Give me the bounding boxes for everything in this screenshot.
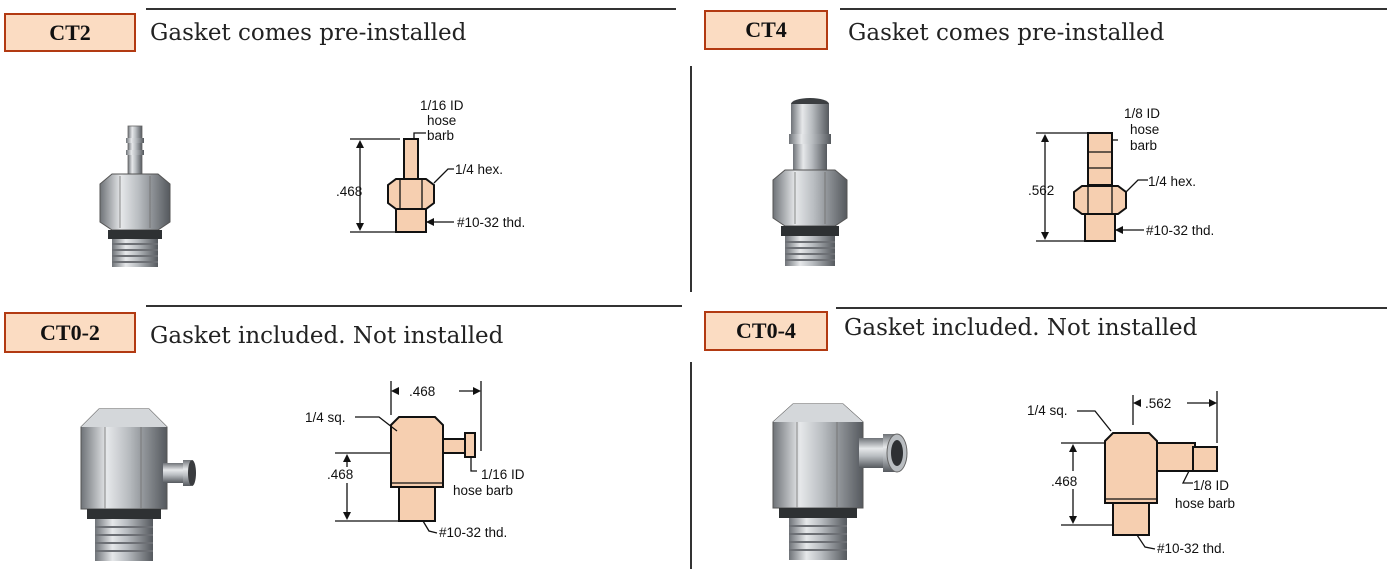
part-code-tag: CT0-2: [4, 312, 136, 353]
section-rule: [840, 8, 1387, 10]
part-code-tag: CT2: [4, 13, 136, 52]
section-rule: [836, 307, 1387, 309]
dimension-drawing-ct0-4: .562 .468 1/4 sq. 1/8 ID hose barb #10-3…: [1027, 391, 1235, 556]
fitting-photo-ct2: [99, 125, 171, 267]
section-rule: [146, 305, 682, 307]
panel-description: Gasket comes pre-installed: [848, 20, 1165, 46]
section-rule: [146, 8, 676, 10]
part-code-tag: CT4: [704, 10, 828, 50]
hose-barb-label: hose barb: [453, 483, 513, 498]
hose-barb-label: 1/16 ID: [420, 98, 464, 113]
height-dimension-label: .562: [1028, 183, 1054, 198]
hex-label: 1/4 hex.: [1148, 174, 1196, 189]
fitting-photo-ct4: [772, 98, 848, 266]
hex-nut: [387, 178, 435, 210]
thread-stub: [395, 208, 427, 233]
dimension-drawing-ct2: .468 1/16 ID hose barb 1/4 hex. #10-32 t…: [336, 98, 525, 233]
dimension-drawing-ct4: .562 1/8 ID hose barb 1/4 hex. #10-32 th…: [1028, 106, 1214, 242]
hose-barb-label: 1/16 ID: [481, 467, 525, 482]
square-body: [1104, 432, 1158, 504]
thread-stub: [398, 486, 436, 522]
hose-barb: [1087, 132, 1113, 186]
width-dimension-label: .468: [409, 384, 435, 399]
width-dimension-label: .562: [1145, 396, 1171, 411]
square-body: [390, 416, 444, 488]
panel-description: Gasket included. Not installed: [844, 315, 1198, 341]
height-dimension-label: .468: [336, 184, 362, 199]
panel-description: Gasket comes pre-installed: [150, 20, 467, 46]
column-divider: [690, 66, 692, 292]
square-label: 1/4 sq.: [1027, 403, 1068, 418]
hose-barb-label: barb: [427, 128, 454, 143]
hex-nut: [1073, 185, 1127, 215]
hose-barb: [403, 138, 419, 180]
panel-description: Gasket included. Not installed: [150, 323, 504, 349]
hose-barb-label: barb: [1130, 138, 1157, 153]
thread-stub: [1112, 502, 1150, 536]
hose-barb-label: 1/8 ID: [1124, 106, 1160, 121]
hose-barb-label: hose: [427, 113, 456, 128]
column-divider: [690, 362, 692, 569]
hose-barb: [1156, 442, 1196, 472]
height-dimension-label: .468: [327, 467, 353, 482]
height-dimension-label: .468: [1051, 474, 1077, 489]
thread-label: #10-32 thd.: [1146, 223, 1214, 238]
thread-label: #10-32 thd.: [457, 215, 525, 230]
square-label: 1/4 sq.: [305, 410, 346, 425]
thread-stub: [1084, 213, 1116, 242]
thread-label: #10-32 thd.: [1157, 541, 1225, 556]
fitting-photo-ct0-4: [772, 403, 908, 560]
fitting-photo-ct0-2: [80, 408, 196, 561]
hose-barb-label: 1/8 ID: [1193, 478, 1229, 493]
hex-label: 1/4 hex.: [455, 162, 503, 177]
hose-barb: [442, 438, 468, 454]
thread-label: #10-32 thd.: [439, 525, 507, 540]
hose-barb-label: hose: [1130, 122, 1159, 137]
hose-barb-label: hose barb: [1175, 496, 1235, 511]
part-code-tag: CT0-4: [704, 311, 828, 351]
dimension-drawing-ct0-2: .468 .468 1/4 sq. 1/16 ID hose barb #10-…: [305, 381, 525, 540]
